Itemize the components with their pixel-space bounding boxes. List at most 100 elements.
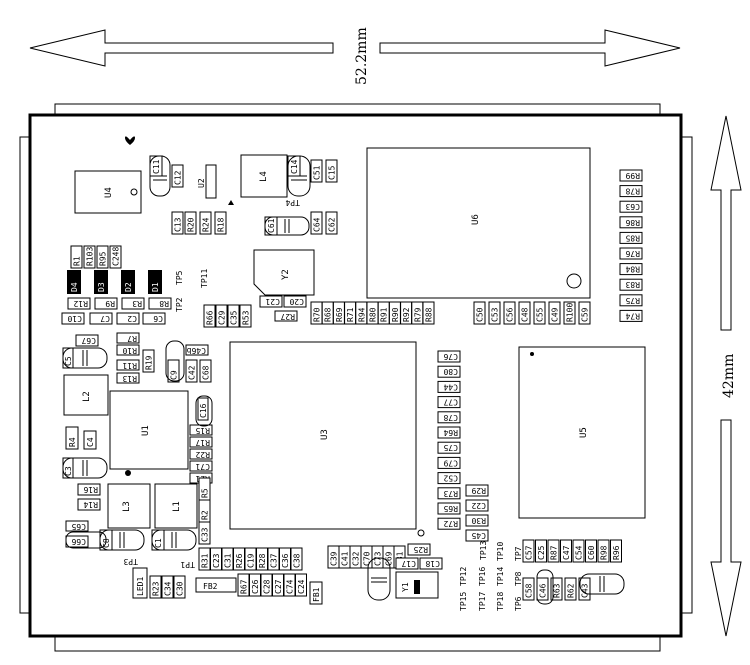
label-c74: C74 — [286, 579, 295, 594]
up-arrow — [710, 115, 742, 331]
pad-c51 — [310, 159, 323, 183]
label-r13: R13 — [122, 374, 137, 383]
chip-l4: L4 — [240, 154, 288, 198]
label-r100: R100 — [566, 303, 575, 322]
tp11-label: TP11 — [200, 269, 209, 288]
label-r71: R71 — [346, 307, 355, 322]
pad-c22 — [465, 499, 489, 512]
left-arrow — [29, 29, 334, 67]
label-c59: C59 — [581, 307, 590, 322]
down-arrow — [710, 419, 742, 637]
label-c80: C80 — [443, 367, 458, 376]
label-r14: R14 — [83, 500, 98, 509]
tp4-label: TP4 — [285, 198, 300, 207]
label-r80: R80 — [369, 307, 378, 322]
pad-c54 — [572, 539, 585, 563]
label-r20: R20 — [187, 217, 196, 232]
label-r31: R31 — [201, 553, 210, 568]
label-c73: C73 — [374, 551, 383, 566]
label-c23: C23 — [212, 553, 221, 568]
label-c46: C46 — [539, 583, 548, 598]
label-r74: R74 — [625, 311, 640, 320]
cap-symbols — [62, 155, 625, 605]
label-c12: C12 — [174, 170, 183, 185]
label-r69: R69 — [335, 307, 344, 322]
pad-r88 — [422, 301, 435, 325]
tp7-label: TP7 — [514, 546, 523, 561]
label-r92: R92 — [402, 307, 411, 322]
label-r4: R4 — [68, 437, 77, 447]
pad-r8 — [148, 297, 172, 310]
label-c15: C15 — [328, 165, 337, 180]
label-c56: C56 — [506, 307, 515, 322]
pad-c29 — [215, 304, 228, 328]
pad-c47 — [560, 539, 572, 563]
label-c13: C13 — [174, 217, 183, 232]
pad-c6 — [142, 312, 166, 325]
pad-c18 — [419, 557, 443, 570]
label-c26: C26 — [251, 579, 260, 594]
label-c248: C248 — [112, 247, 121, 266]
pad-c46b — [185, 344, 209, 356]
label-c34: C34 — [164, 581, 173, 596]
pad-c45 — [465, 529, 489, 542]
label-c41: C41 — [341, 551, 350, 566]
label-d1: D1 — [151, 282, 160, 292]
width-label: 52.2mm — [354, 27, 370, 85]
label-c5: C5 — [64, 356, 73, 366]
label-r103: R103 — [86, 247, 95, 266]
pad-r25 — [407, 543, 431, 556]
pad-r85 — [619, 231, 643, 244]
label-r76: R76 — [625, 249, 640, 258]
pad-r13 — [116, 372, 140, 384]
pad-r75 — [619, 294, 643, 307]
pad-c43 — [578, 577, 591, 601]
pad-c53 — [488, 301, 501, 325]
label-c45: C45 — [471, 531, 486, 540]
label-c8: C8 — [102, 538, 111, 548]
tp14-label: TP14 — [496, 567, 505, 586]
label-c62: C62 — [328, 217, 337, 232]
label-r95: R95 — [99, 251, 108, 266]
label-c4: C4 — [86, 437, 95, 447]
label-r11: R11 — [122, 361, 137, 370]
pad-c52 — [437, 472, 461, 485]
polarity-mark-icon — [125, 136, 135, 145]
pad-r100 — [563, 301, 576, 325]
pad-c59 — [578, 301, 591, 325]
pad-r12 — [67, 297, 91, 310]
pad-r76 — [619, 247, 643, 260]
label-d3: D3 — [97, 282, 106, 292]
pad-c42 — [185, 359, 198, 383]
pad-c65 — [65, 520, 89, 532]
label-r3: R3 — [132, 299, 142, 308]
l2-label: L2 — [82, 391, 92, 402]
testpoint-labels: TP2 TP5 TP11 TP4 TP3 TP1 TP13 TP15 TP12 … — [123, 198, 523, 611]
pad-c63 — [619, 200, 643, 213]
label-c37: C37 — [270, 553, 279, 568]
label-c64: C64 — [313, 217, 322, 232]
label-c75: C75 — [443, 443, 458, 452]
label-c60: C60 — [587, 545, 596, 560]
inductor-l1: L1 — [154, 483, 198, 529]
label-r68: R68 — [324, 307, 333, 322]
label-c55: C55 — [536, 307, 545, 322]
label-r98: R98 — [600, 545, 609, 560]
label-c22: C22 — [471, 501, 486, 510]
label-c30: C30 — [176, 581, 185, 596]
label-c69: C69 — [385, 551, 394, 566]
label-c25: C25 — [537, 545, 546, 560]
pad-c79 — [437, 456, 461, 469]
label-c77: C77 — [443, 398, 458, 407]
u2-label: U2 — [197, 178, 206, 188]
fb1-label: FB1 — [312, 587, 321, 602]
label-c76: C76 — [443, 352, 458, 361]
pad-r83 — [619, 278, 643, 291]
label-c19: C19 — [247, 553, 256, 568]
diode-d3 — [94, 270, 108, 294]
pad-c49 — [548, 301, 561, 325]
inductor-l3: L3 — [107, 483, 151, 529]
